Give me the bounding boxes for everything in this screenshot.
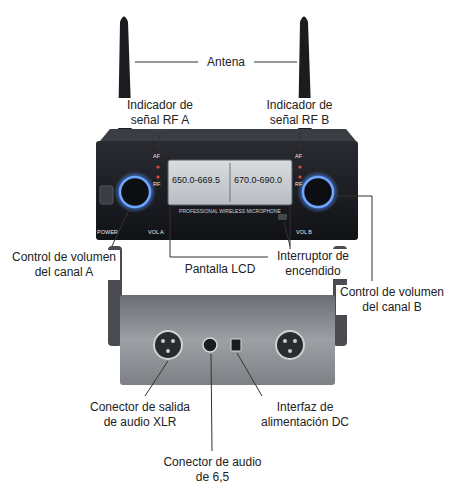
callout-label: Conector de audio de 6,5 xyxy=(160,455,265,485)
switch xyxy=(278,214,287,220)
callout-label: Interruptor de encendido xyxy=(268,249,358,279)
panel-text: VOL B xyxy=(296,229,312,235)
callout-label: Interfaz de alimentación DC xyxy=(250,400,360,430)
panel-text: AF xyxy=(153,153,160,159)
lcd-divider xyxy=(230,163,231,202)
dc-connector xyxy=(231,339,241,351)
panel-text: AF xyxy=(295,153,302,159)
leader-line xyxy=(112,62,372,451)
panel-text: PROFESSIONAL WIRELESS MICROPHONE xyxy=(179,209,281,215)
callout-label: Pantalla LCD xyxy=(180,262,260,277)
power-button xyxy=(100,186,113,204)
callout-label: Control de volumen del canal B xyxy=(336,285,448,315)
top-face xyxy=(100,129,356,141)
panel-text: RF xyxy=(153,181,160,187)
panel-text: 670.0-690.0 xyxy=(234,176,282,186)
callout-label: Antena xyxy=(198,55,254,70)
lcd-screen xyxy=(168,160,292,205)
panel-text: RF xyxy=(295,181,302,187)
callout-label: Indicador de señal RF B xyxy=(252,98,347,128)
xlr-connector xyxy=(154,331,304,359)
panel-text: VOL A xyxy=(148,229,164,235)
back-panel xyxy=(120,295,335,385)
callout-label: Conector de salida de audio XLR xyxy=(85,400,195,430)
jack-connector xyxy=(203,338,217,352)
front-panel xyxy=(96,141,358,240)
callout-label: Indicador de señal RF A xyxy=(115,98,205,128)
panel-text: POWER xyxy=(97,229,118,235)
callout-label: Control de volumen del canal A xyxy=(8,250,120,280)
panel-text: 650.0-669.5 xyxy=(172,176,220,186)
